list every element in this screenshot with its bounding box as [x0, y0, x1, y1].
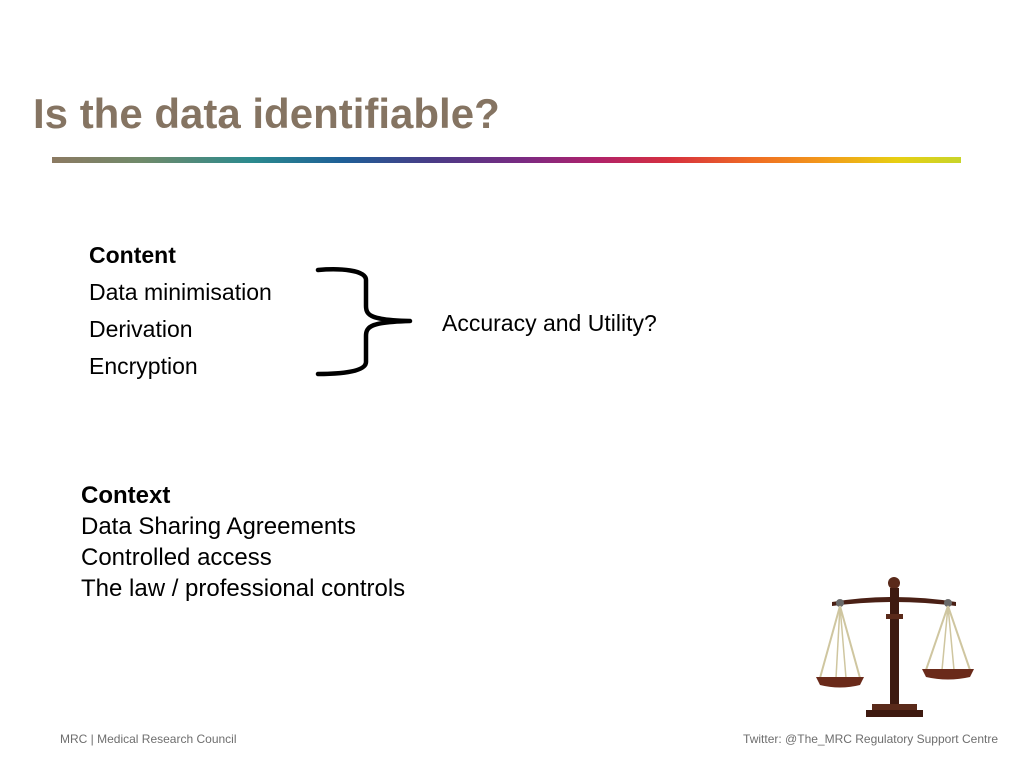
footer-twitter: Twitter: @The_MRC Regulatory Support Cen…: [743, 732, 998, 746]
title-gradient-rule: [52, 157, 961, 163]
content-list: Content Data minimisation Derivation Enc…: [89, 237, 272, 385]
context-item: The law / professional controls: [81, 575, 406, 602]
content-item: Encryption: [89, 353, 198, 379]
bracket-label: Accuracy and Utility?: [442, 310, 657, 336]
scales-of-justice-icon: [816, 577, 974, 717]
context-heading: Context: [81, 482, 171, 509]
context-item: Data Sharing Agreements: [81, 513, 356, 540]
content-item: Derivation: [89, 316, 193, 342]
content-heading: Content: [89, 242, 176, 268]
right-curly-brace-icon: [315, 267, 413, 377]
footer-organisation: MRC | Medical Research Council: [60, 732, 237, 746]
context-item: Controlled access: [81, 544, 272, 571]
context-list: Context Data Sharing Agreements Controll…: [81, 480, 405, 604]
slide-title: Is the data identifiable?: [33, 90, 500, 137]
content-item: Data minimisation: [89, 279, 272, 305]
